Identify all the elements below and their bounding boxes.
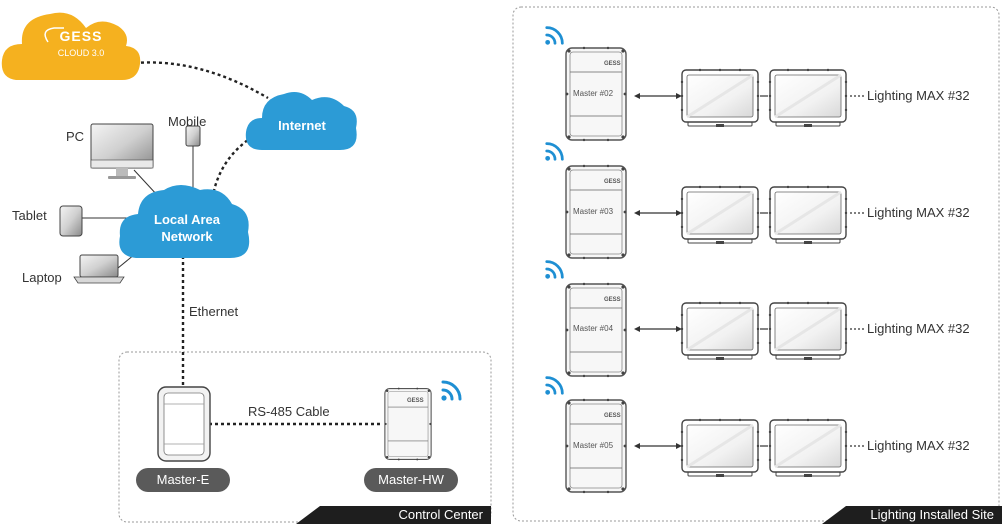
- tablet-label: Tablet: [12, 208, 47, 223]
- master-e-device: [157, 386, 211, 462]
- master-label: Master #05: [573, 441, 614, 450]
- master-label: Master #03: [573, 207, 614, 216]
- installed-site-banner: Lighting Installed Site: [822, 506, 1002, 524]
- rs485-label: RS-485 Cable: [248, 404, 330, 419]
- lighting-label: Lighting MAX #32: [867, 205, 970, 220]
- mobile-icon: [185, 125, 201, 147]
- ethernet-label: Ethernet: [189, 304, 239, 319]
- gess-logo: GESS: [59, 28, 103, 44]
- lan-label: Local Area Network: [154, 212, 220, 244]
- master-hw-pill: Master-HW: [364, 468, 458, 492]
- tablet-icon: [59, 205, 83, 237]
- pc-label: PC: [66, 129, 85, 144]
- site-rows: [544, 26, 864, 494]
- lighting-label: Lighting MAX #32: [867, 88, 970, 103]
- wifi-icon: [440, 380, 462, 402]
- lan-cloud-icon: [119, 185, 250, 258]
- network-links: [134, 61, 382, 426]
- installed-site-region: [512, 6, 1000, 522]
- device-brand: GESS: [407, 398, 424, 404]
- device-brand: GESS: [604, 297, 621, 303]
- device-brand: GESS: [604, 61, 621, 67]
- laptop-icon: [73, 254, 125, 284]
- mobile-label: Mobile: [168, 114, 207, 129]
- control-center-banner: Control Center: [296, 506, 491, 524]
- master-label: Master #02: [573, 89, 614, 98]
- device-brand: GESS: [604, 413, 621, 419]
- laptop-label: Laptop: [22, 270, 62, 285]
- pc-icon: [90, 123, 154, 179]
- internet-label: Internet: [278, 118, 326, 133]
- lighting-label: Lighting MAX #32: [867, 321, 970, 336]
- master-e-pill: Master-E: [136, 468, 230, 492]
- device-brand: GESS: [604, 179, 621, 185]
- lighting-label: Lighting MAX #32: [867, 438, 970, 453]
- gess-cloud-icon: [1, 12, 141, 80]
- master-label: Master #04: [573, 324, 614, 333]
- internet-cloud-icon: [245, 92, 357, 150]
- cloud-version-label: CLOUD 3.0: [57, 48, 105, 58]
